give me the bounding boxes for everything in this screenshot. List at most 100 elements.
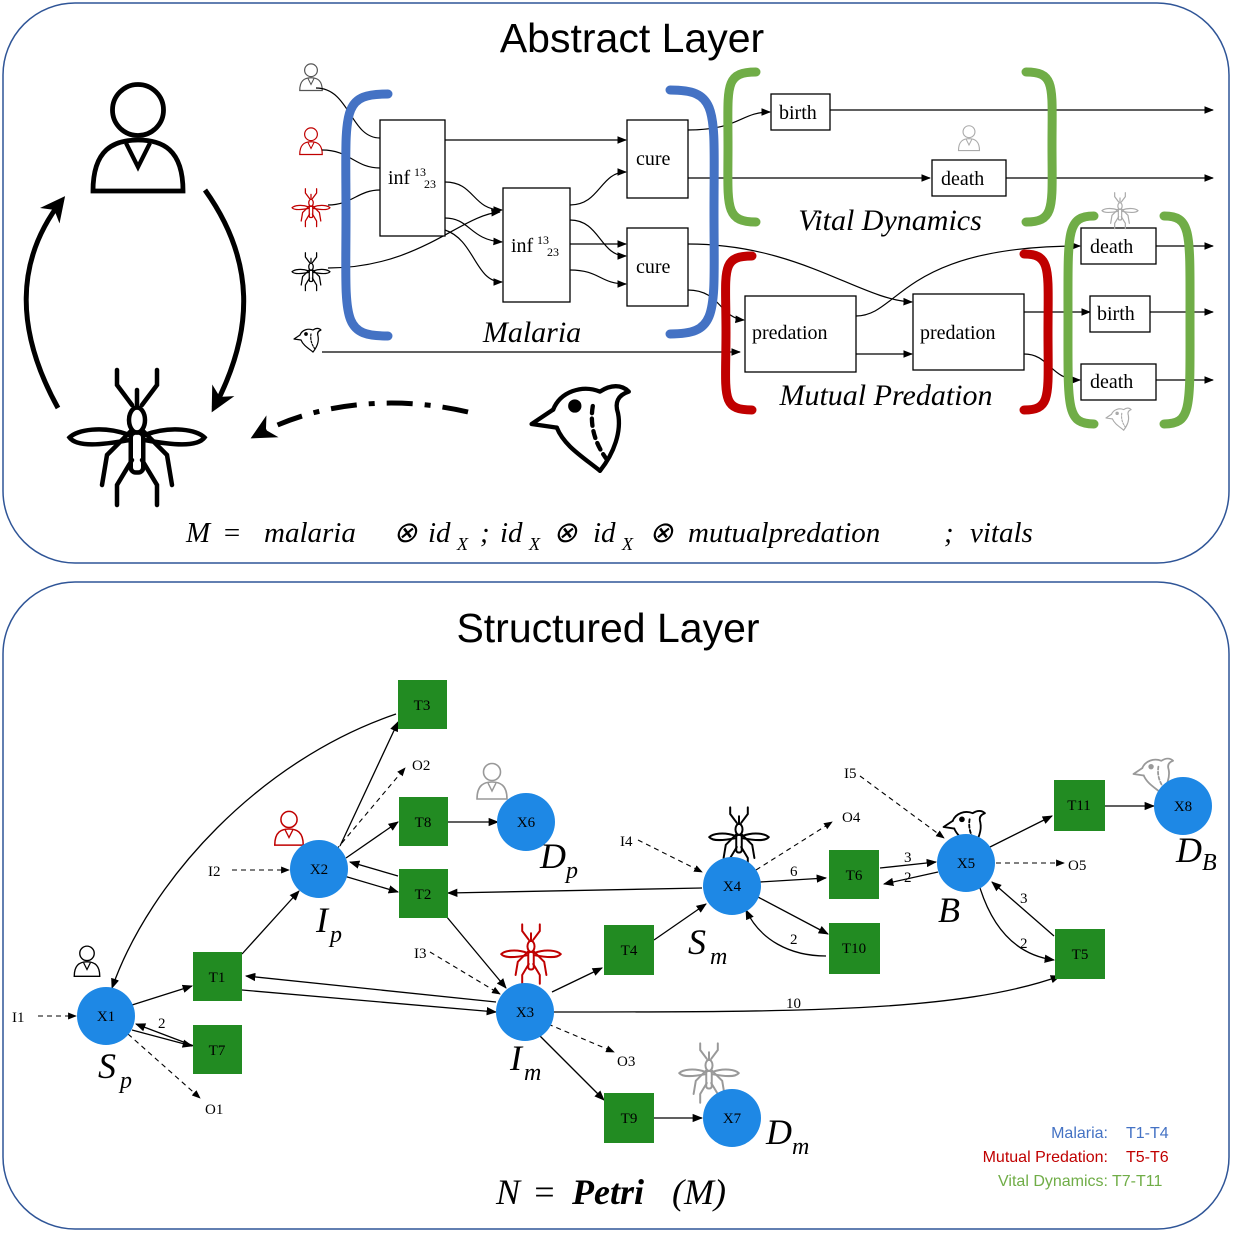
predation-box-1: predation <box>744 295 857 373</box>
svg-text:mutualpredation: mutualpredation <box>688 517 880 549</box>
svg-text:(M): (M) <box>672 1172 726 1212</box>
place-x5[interactable]: X5 <box>937 834 995 892</box>
svg-text:p: p <box>564 858 578 884</box>
svg-text:2: 2 <box>1020 936 1028 952</box>
vital-dynamics-group-label: Vital Dynamics <box>798 204 982 237</box>
svg-text:⊗: ⊗ <box>393 517 418 549</box>
svg-text:T7: T7 <box>209 1043 226 1059</box>
svg-text:death: death <box>941 168 984 190</box>
svg-text:id: id <box>428 517 451 549</box>
svg-text:X1: X1 <box>97 1009 115 1025</box>
malaria-group-label: Malaria <box>482 316 581 349</box>
svg-text:birth: birth <box>1097 303 1135 325</box>
legend-vital-range: T7-T11 <box>1112 1173 1162 1190</box>
svg-text:cure: cure <box>636 148 671 170</box>
svg-text:X8: X8 <box>1174 799 1192 815</box>
place-x4[interactable]: X4 <box>703 857 761 915</box>
mutual-predation-group-label: Mutual Predation <box>778 379 992 412</box>
cycle-arrow-down <box>202 188 247 413</box>
abstract-formula: M = malaria ⊗ id X ; id X ⊗ id X ⊗ mutua… <box>185 517 1033 554</box>
svg-text:B: B <box>1202 850 1217 876</box>
svg-text:vitals: vitals <box>970 517 1033 549</box>
svg-text:T6: T6 <box>846 868 863 884</box>
svg-text:23: 23 <box>547 245 559 259</box>
svg-text:m: m <box>710 944 727 970</box>
predation-box-2: predation <box>912 293 1025 371</box>
svg-text:I: I <box>315 900 330 940</box>
death-box-1: death <box>931 159 1007 197</box>
legend: Malaria: T1-T4 Mutual Predation: T5-T6 V… <box>983 1125 1169 1190</box>
place-x2[interactable]: X2 <box>290 840 348 898</box>
svg-text:O3: O3 <box>617 1054 635 1070</box>
svg-text:X7: X7 <box>723 1111 742 1127</box>
svg-text:O2: O2 <box>412 758 430 774</box>
place-x7[interactable]: X7 <box>703 1089 761 1147</box>
svg-text:=: = <box>532 1172 556 1212</box>
inf-box-1: inf 13 23 <box>379 119 446 237</box>
transition-t9[interactable]: T9 <box>604 1093 654 1143</box>
structured-layer-title: Structured Layer <box>456 605 759 651</box>
svg-text:O5: O5 <box>1068 858 1086 874</box>
svg-text:T2: T2 <box>415 887 432 903</box>
svg-text:death: death <box>1090 371 1133 393</box>
svg-text:D: D <box>539 836 566 876</box>
svg-text:T1: T1 <box>209 970 226 986</box>
transition-t8[interactable]: T8 <box>399 797 448 846</box>
svg-text:I: I <box>509 1038 524 1078</box>
transition-t1[interactable]: T1 <box>193 952 242 1001</box>
svg-text:10: 10 <box>786 996 801 1012</box>
svg-text:O1: O1 <box>205 1102 223 1118</box>
petri-outputs: O1 O2 O3 O4 O5 <box>205 758 1086 1118</box>
transition-t3[interactable]: T3 <box>398 680 447 729</box>
birth-box-2: birth <box>1089 295 1151 333</box>
svg-text:;: ; <box>944 517 954 549</box>
svg-text:X: X <box>621 534 634 554</box>
svg-text:I5: I5 <box>844 766 857 782</box>
transition-t5[interactable]: T5 <box>1055 929 1105 979</box>
svg-text:X5: X5 <box>957 856 975 872</box>
transition-t4[interactable]: T4 <box>604 925 654 975</box>
legend-malaria-range: T1-T4 <box>1126 1125 1169 1142</box>
svg-text:23: 23 <box>424 177 436 191</box>
arc-weights: 2 6 3 2 2 3 2 10 <box>158 850 1028 1032</box>
structured-formula: N = Petri (M) <box>495 1172 726 1212</box>
svg-text:T10: T10 <box>842 941 866 957</box>
svg-text:I4: I4 <box>620 834 633 850</box>
svg-text:T9: T9 <box>621 1111 638 1127</box>
svg-text:m: m <box>524 1060 541 1086</box>
birth-box-1: birth <box>770 93 831 131</box>
place-x6[interactable]: X6 <box>497 793 555 851</box>
svg-text:Petri: Petri <box>571 1172 644 1212</box>
svg-text:I2: I2 <box>208 864 221 880</box>
svg-text:M: M <box>185 517 212 549</box>
inf-box-2: inf 13 23 <box>502 187 571 303</box>
svg-text:S: S <box>688 922 706 962</box>
legend-vital-label: Vital Dynamics: <box>998 1173 1108 1190</box>
vital-dynamics-bracket-2 <box>1063 211 1195 429</box>
svg-text:p: p <box>118 1068 132 1094</box>
predation-dashed-arrow <box>250 400 469 439</box>
svg-text:2: 2 <box>790 932 798 948</box>
svg-text:cure: cure <box>636 256 671 278</box>
transition-t11[interactable]: T11 <box>1054 780 1105 831</box>
death-box-3: death <box>1080 363 1157 401</box>
malaria-bracket <box>341 85 719 341</box>
svg-text:N: N <box>495 1172 522 1212</box>
mutual-predation-bracket <box>721 249 1053 415</box>
svg-text:X2: X2 <box>310 862 328 878</box>
transition-t2[interactable]: T2 <box>399 869 448 918</box>
legend-predation-range: T5-T6 <box>1126 1149 1169 1166</box>
transition-t7[interactable]: T7 <box>193 1025 242 1074</box>
place-x3[interactable]: X3 <box>496 983 554 1041</box>
svg-text:death: death <box>1090 236 1133 258</box>
svg-text:I3: I3 <box>414 946 427 962</box>
svg-text:X3: X3 <box>516 1005 534 1021</box>
place-x1[interactable]: X1 <box>77 987 135 1045</box>
transition-t10[interactable]: T10 <box>829 923 880 974</box>
place-x8[interactable]: X8 <box>1154 777 1212 835</box>
transition-t6[interactable]: T6 <box>829 850 879 899</box>
svg-text:predation: predation <box>920 322 996 344</box>
svg-text:=: = <box>222 517 242 549</box>
